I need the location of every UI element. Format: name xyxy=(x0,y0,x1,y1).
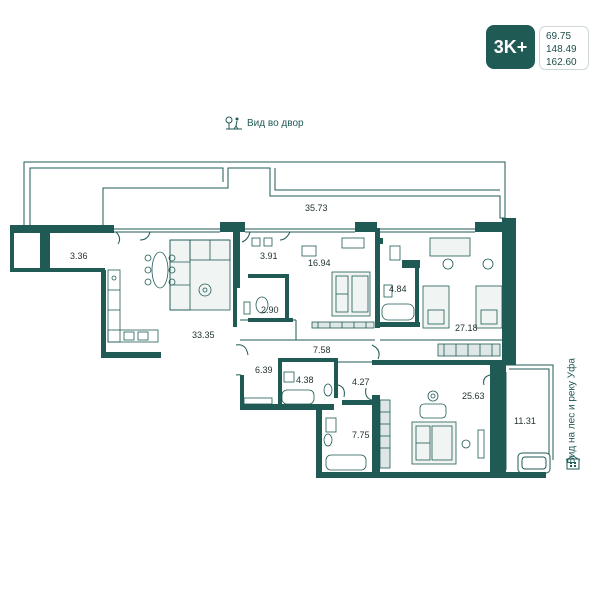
room-bedroom-bottom-area: 25.63 xyxy=(462,391,485,401)
room-hall-small-area: 6.39 xyxy=(255,365,273,375)
room-closet-area: 3.91 xyxy=(260,251,278,261)
windows xyxy=(114,228,507,470)
lower-furniture xyxy=(243,371,485,471)
tree-walk-icon xyxy=(225,116,242,130)
apartment-type-badge: 3K+ xyxy=(486,25,535,69)
room-bath-small-area: 2.90 xyxy=(261,305,279,315)
living-room-furniture xyxy=(107,239,231,343)
bedroom-mid-furniture xyxy=(251,237,375,329)
room-living-area: 33.35 xyxy=(192,330,215,340)
room-balcony-area: 35.73 xyxy=(305,203,328,213)
room-bath-bottom-area: 7.75 xyxy=(352,430,370,440)
room-hall-area: 7.58 xyxy=(313,345,331,355)
view-courtyard-text: Вид во двор xyxy=(247,117,304,129)
room-bath-center-area: 4.38 xyxy=(296,375,314,385)
area-with-balcony: 162.60 xyxy=(546,57,577,68)
building-icon xyxy=(565,456,581,470)
bedroom-right-furniture xyxy=(422,237,503,357)
interior-lines xyxy=(115,231,502,401)
area-total: 148.49 xyxy=(546,44,577,55)
bathroom-mid-furniture xyxy=(243,245,415,321)
area-summary: 69.75 148.49 162.60 xyxy=(539,26,589,70)
area-living: 69.75 xyxy=(546,31,572,42)
view-courtyard: Вид во двор xyxy=(225,116,304,130)
room-terrace-area: 11.31 xyxy=(514,416,536,426)
balcony-outline xyxy=(23,161,506,225)
room-bedroom-right-area: 27.18 xyxy=(455,323,478,333)
room-bedroom-mid-area: 16.94 xyxy=(308,258,331,268)
room-corridor-area: 4.27 xyxy=(352,377,370,387)
room-bath-mid-area: 4.84 xyxy=(389,284,407,294)
room-storage-left-area: 3.36 xyxy=(70,251,88,261)
